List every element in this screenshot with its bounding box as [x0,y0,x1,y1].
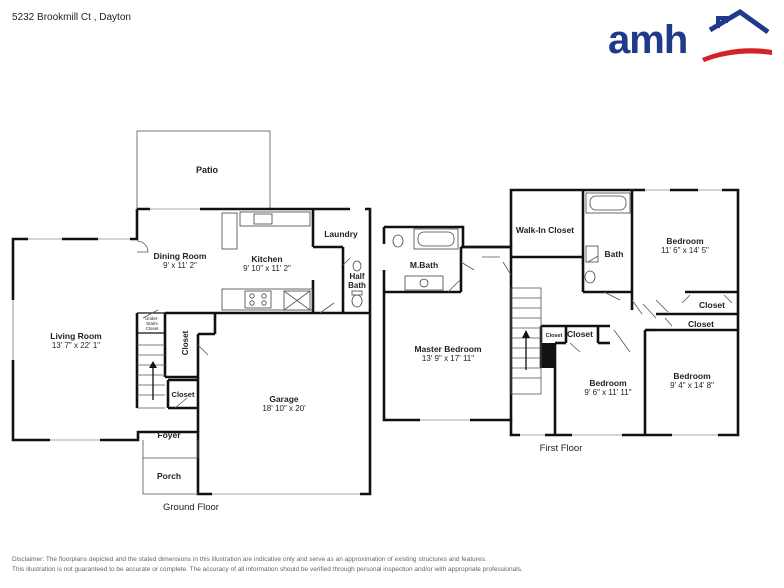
ground-floor-label: Ground Floor [163,502,219,513]
kitchen-fridge [221,212,238,250]
label-bedroom-a: Bedroom [666,236,704,246]
label-closet-small: Closet [546,333,563,339]
label-half: Half [349,272,364,281]
label-under2: Stairs [146,321,158,326]
label-porch: Porch [157,471,181,481]
amh-logo: amh [606,8,772,66]
wall-block [541,343,555,368]
label-laundry: Laundry [324,229,358,239]
stove-icon [244,290,272,309]
label-kitchen: Kitchen [251,254,282,264]
kitchen-counter-top [239,211,311,227]
label-closet-foyer: Closet [172,390,195,399]
disclaimer-line-1: Disclaimer: The floorplans depicted and … [12,556,487,563]
label-under1: Under- [145,316,159,321]
label-living: Living Room [50,331,102,341]
dims-bedroom-c: 9' 4" x 14' 8" [670,381,714,390]
dims-bedroom-a: 11' 6" x 14' 5" [661,246,709,255]
dims-garage: 18' 10" x 20' [262,404,306,413]
dims-dining: 9' x 11' 2" [163,261,197,270]
stairs-up-arrow-icon [149,361,157,368]
label-master: Master Bedroom [414,344,482,354]
label-mbath: M.Bath [410,260,438,270]
label-bedroom-c: Bedroom [673,371,711,381]
toilet-icon [351,294,363,308]
label-under3: Closet [146,326,160,331]
porch-outline [142,440,198,495]
dims-bedroom-b: 9' 6" x 11' 11" [584,388,631,397]
label-bedroom-b: Bedroom [589,378,627,388]
stairs-up-arrow-icon-2 [522,330,530,338]
label-garage: Garage [269,394,299,404]
property-address: 5232 Brookmill Ct , Dayton [12,12,131,23]
dims-master: 13' 9" x 17' 11" [422,354,474,363]
logo-wordmark: amh [608,18,688,62]
label-bath: Bath [348,281,366,290]
ground-stairs [137,344,165,400]
dims-living: 13' 7" x 22' 1" [52,341,100,350]
toilet-icon-3 [584,270,596,284]
label-closet-a: Closet [699,300,725,310]
label-patio: Patio [196,165,219,175]
label-walkin: Walk-In Closet [516,225,574,235]
first-floor-label: First Floor [540,443,583,454]
house-roof-icon [702,9,772,62]
kitchen-sink-icon [253,213,273,225]
dims-kitchen: 9' 10" x 11' 2" [243,264,291,273]
label-dining: Dining Room [154,251,207,261]
label-closet-vertical: Closet [181,330,190,355]
sink-icon [352,260,362,272]
first-floor [382,188,740,437]
first-stairs [510,287,542,395]
label-closet-c: Closet [567,329,593,339]
room-labels: Patio Dining Room 9' x 11' 2" Kitchen 9'… [50,165,725,513]
toilet-icon-2 [392,234,404,248]
disclaimer-line-2: This illustration is not guaranteed to b… [12,566,523,573]
label-closet-b: Closet [688,319,714,329]
ground-floor [11,130,372,496]
label-bath-first: Bath [605,249,624,259]
label-foyer: Foyer [157,430,181,440]
